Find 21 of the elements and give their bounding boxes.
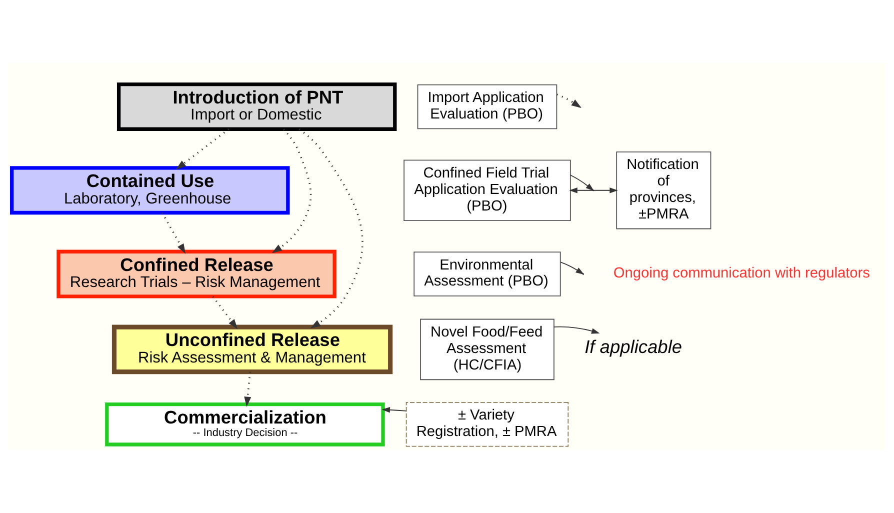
node-box: Environmental Assessment (PBO) xyxy=(414,252,561,296)
arrow xyxy=(212,296,238,330)
node-box: Import Application Evaluation (PBO) xyxy=(417,84,558,130)
arrow xyxy=(298,128,364,328)
node-box: Commercialization -- Industry Decision -- xyxy=(105,402,385,446)
arrow xyxy=(272,128,312,254)
node-box: Confined Field Trial Application Evaluation (PBO) xyxy=(404,160,571,221)
label: Ongoing communication with regulators xyxy=(613,265,870,282)
arrow xyxy=(161,212,186,254)
node-text: If applicable xyxy=(584,336,682,358)
arrow xyxy=(382,407,407,413)
arrow xyxy=(554,326,600,334)
node-box: Contained Use Laboratory, Greenhouse xyxy=(10,166,290,215)
node-box: ± Variety Registration, ± PMRA xyxy=(406,402,569,447)
arrow xyxy=(176,128,230,170)
node-box: Confined Release Research Trials – Risk Management xyxy=(56,250,336,298)
node-box: Notification of provinces, ±PMRA xyxy=(616,152,712,230)
node-box: Novel Food/Feed Assessment (HC/CFIA) xyxy=(420,318,554,380)
arrow xyxy=(244,372,252,407)
node-box: Unconfined Release Risk Assessment & Management xyxy=(112,324,393,374)
node-box: Introduction of PNT Import or Domestic xyxy=(116,82,397,131)
